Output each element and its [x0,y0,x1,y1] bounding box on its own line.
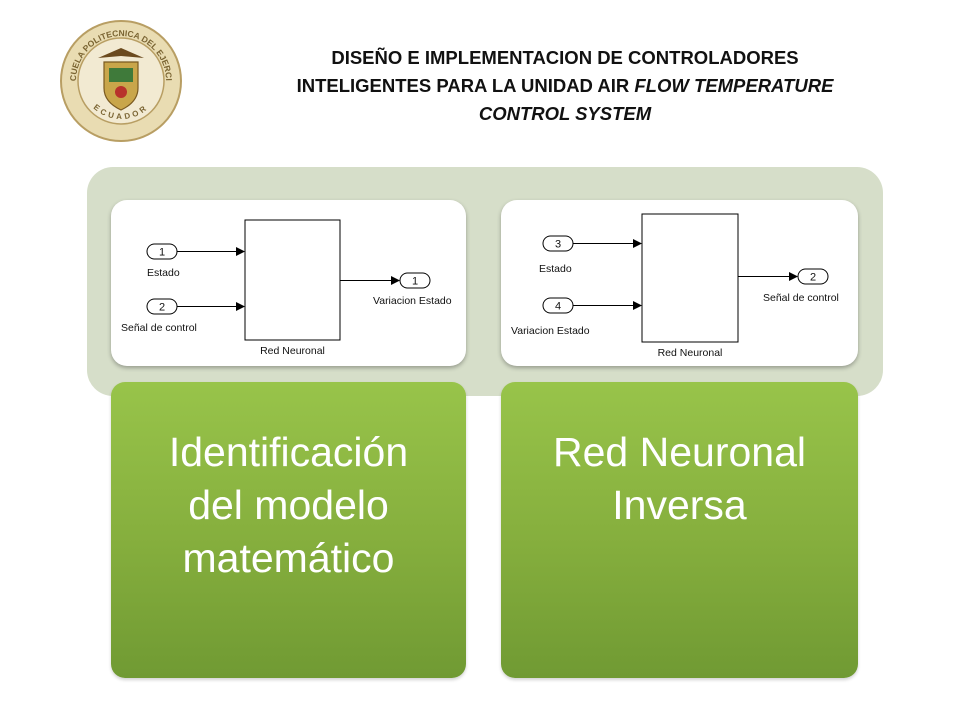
card-inverse-network-text: Red Neuronal Inversa [501,426,858,532]
card-inverse-network: Red Neuronal Inversa [501,382,858,678]
arrow-head [236,247,245,256]
title-line-2: INTELIGENTES PARA LA UNIDAD AIR FLOW TEM… [215,72,915,100]
block-label: Red Neuronal [658,347,723,359]
card-identification: Identificación del modelo matemático [111,382,466,678]
title-line-2-prefix: INTELIGENTES PARA LA UNIDAD AIR [296,75,635,96]
arrow-head [236,302,245,311]
outport-2-label: Señal de control [763,292,839,304]
institution-logo: ESCUELA POLITECNICA DEL EJERCITO ECUADOR [55,10,184,144]
inport-4-label: Variacion Estado [511,325,590,337]
card-line: del modelo [188,482,389,528]
diagram-panel-inverse: 3 Estado 4 Variacion Estado Red Neuronal… [501,200,858,366]
outport-1-label: Variacion Estado [373,295,452,307]
neural-network-block [641,213,739,343]
arrow-head [633,301,642,310]
block-label: Red Neuronal [260,345,325,357]
inport-1-number: 1 [159,247,165,259]
arrow-head [789,272,798,281]
inport-3-label: Estado [539,263,572,275]
neural-network-block [244,219,341,341]
title-line-2-italic: FLOW TEMPERATURE [634,75,834,96]
card-line: Red Neuronal [553,429,806,475]
card-identification-text: Identificación del modelo matemático [111,426,466,585]
inport-1-label: Estado [147,267,180,279]
card-line: Inversa [612,482,747,528]
card-line: matemático [182,535,395,581]
title-line-1: DISEÑO E IMPLEMENTACION DE CONTROLADORES [331,47,799,68]
diagram-panel-identification: 1 Estado 2 Señal de control Red Neuronal… [111,200,466,366]
inport-3-number: 3 [555,239,561,251]
outport-1 [399,272,431,289]
arrow-head [391,276,400,285]
arrow-head [633,239,642,248]
outport-1-number: 1 [412,276,418,288]
outport-2 [797,268,829,285]
outport-2-number: 2 [810,272,816,284]
inport-4-number: 4 [555,301,561,313]
inport-2-number: 2 [159,302,165,314]
title-line-3: CONTROL SYSTEM [478,103,652,124]
page-title: DISEÑO E IMPLEMENTACION DE CONTROLADORES… [215,44,915,128]
inport-2-label: Señal de control [121,322,197,334]
card-line: Identificación [168,429,409,475]
